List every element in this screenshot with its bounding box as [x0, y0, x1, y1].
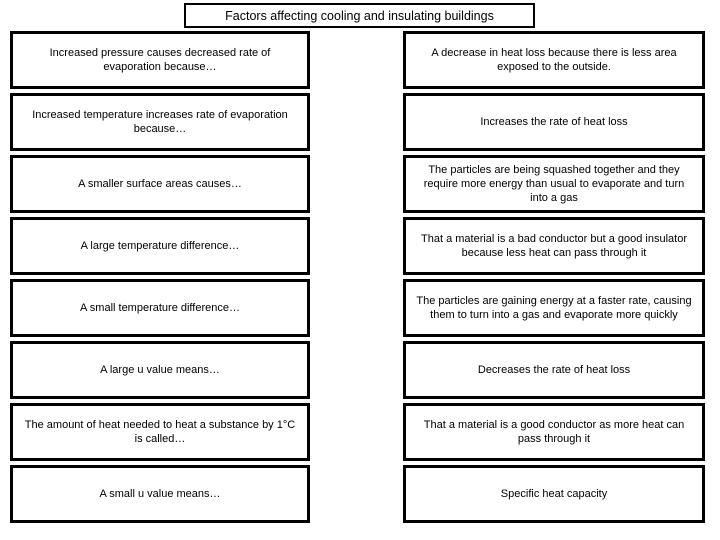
prompt-card: A large temperature difference…	[10, 217, 310, 275]
page-title: Factors affecting cooling and insulating…	[225, 8, 494, 23]
answer-card: The particles are being squashed togethe…	[403, 155, 705, 213]
prompt-card: A smaller surface areas causes…	[10, 155, 310, 213]
prompt-card: Increased temperature increases rate of …	[10, 93, 310, 151]
prompt-card: A small temperature difference…	[10, 279, 310, 337]
title-box: Factors affecting cooling and insulating…	[184, 3, 535, 28]
prompt-card: Increased pressure causes decreased rate…	[10, 31, 310, 89]
answer-card: Increases the rate of heat loss	[403, 93, 705, 151]
prompt-card: The amount of heat needed to heat a subs…	[10, 403, 310, 461]
answer-card: That a material is a bad conductor but a…	[403, 217, 705, 275]
answer-card: The particles are gaining energy at a fa…	[403, 279, 705, 337]
answer-card: That a material is a good conductor as m…	[403, 403, 705, 461]
answer-card: Specific heat capacity	[403, 465, 705, 523]
answer-card: A decrease in heat loss because there is…	[403, 31, 705, 89]
prompt-card: A large u value means…	[10, 341, 310, 399]
answer-card: Decreases the rate of heat loss	[403, 341, 705, 399]
prompt-column: Increased pressure causes decreased rate…	[10, 31, 310, 523]
answer-column: A decrease in heat loss because there is…	[403, 31, 705, 523]
prompt-card: A small u value means…	[10, 465, 310, 523]
